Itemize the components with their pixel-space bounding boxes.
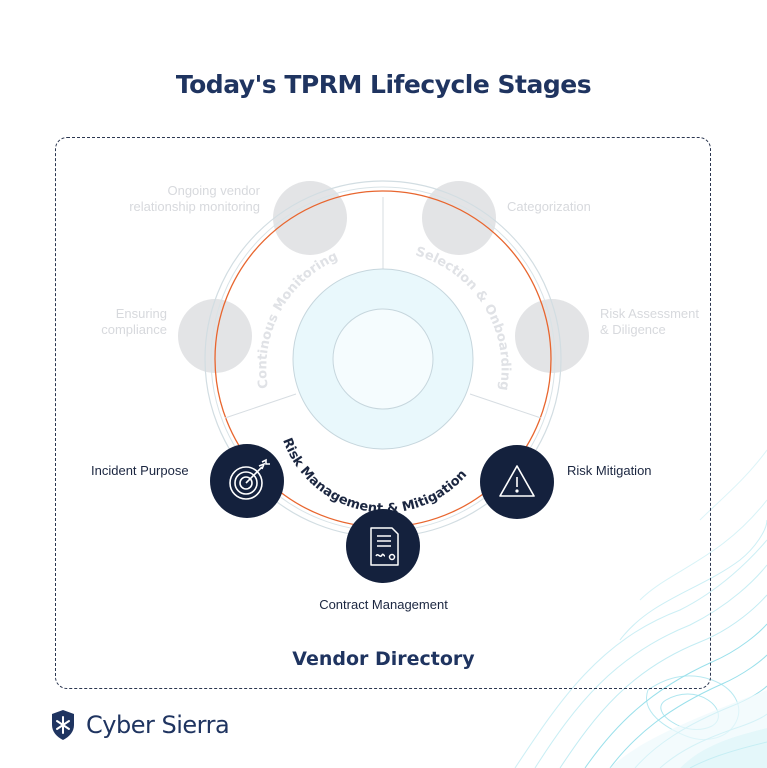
shield-logo-icon — [52, 710, 74, 740]
stage-label-assessment-line2: & Diligence — [600, 322, 666, 337]
brand-name: Cyber Sierra — [86, 711, 230, 739]
stage-label-ongoing: Ongoing vendor relationship monitoring — [100, 183, 260, 215]
stage-contract[interactable] — [346, 509, 420, 583]
page-title: Today's TPRM Lifecycle Stages — [175, 70, 592, 99]
stage-label-assessment-line1: Risk Assessment — [600, 306, 699, 321]
stage-circle-assessment — [515, 299, 589, 373]
stage-label-assessment: Risk Assessment & Diligence — [600, 306, 720, 338]
inner-core — [332, 308, 434, 410]
vendor-directory-frame — [55, 137, 711, 689]
stage-mitigation[interactable] — [480, 445, 554, 519]
stage-circle-categorization — [422, 181, 496, 255]
divider-right — [469, 393, 542, 419]
warning-triangle-icon — [499, 465, 535, 497]
stage-label-ongoing-line1: Ongoing vendor — [167, 183, 260, 198]
stage-label-ongoing-line2: relationship monitoring — [129, 199, 260, 214]
stage-label-incident: Incident Purpose — [91, 463, 189, 478]
stage-label-contract: Contract Management — [319, 597, 448, 612]
stage-label-compliance: Ensuring compliance — [60, 306, 167, 338]
stage-label-compliance-line1: Ensuring — [115, 306, 167, 321]
target-icon — [229, 458, 270, 500]
contract-document-icon — [370, 527, 399, 566]
stage-incident[interactable] — [210, 444, 284, 518]
stage-label-categorization: Categorization — [507, 199, 591, 214]
stage-label-mitigation: Risk Mitigation — [567, 463, 652, 478]
stage-label-compliance-line2: compliance — [101, 322, 167, 337]
vendor-directory-label: Vendor Directory — [292, 648, 475, 670]
divider-left — [224, 393, 297, 419]
brand-logo: Cyber Sierra — [50, 706, 230, 744]
stage-circle-compliance — [178, 299, 252, 373]
